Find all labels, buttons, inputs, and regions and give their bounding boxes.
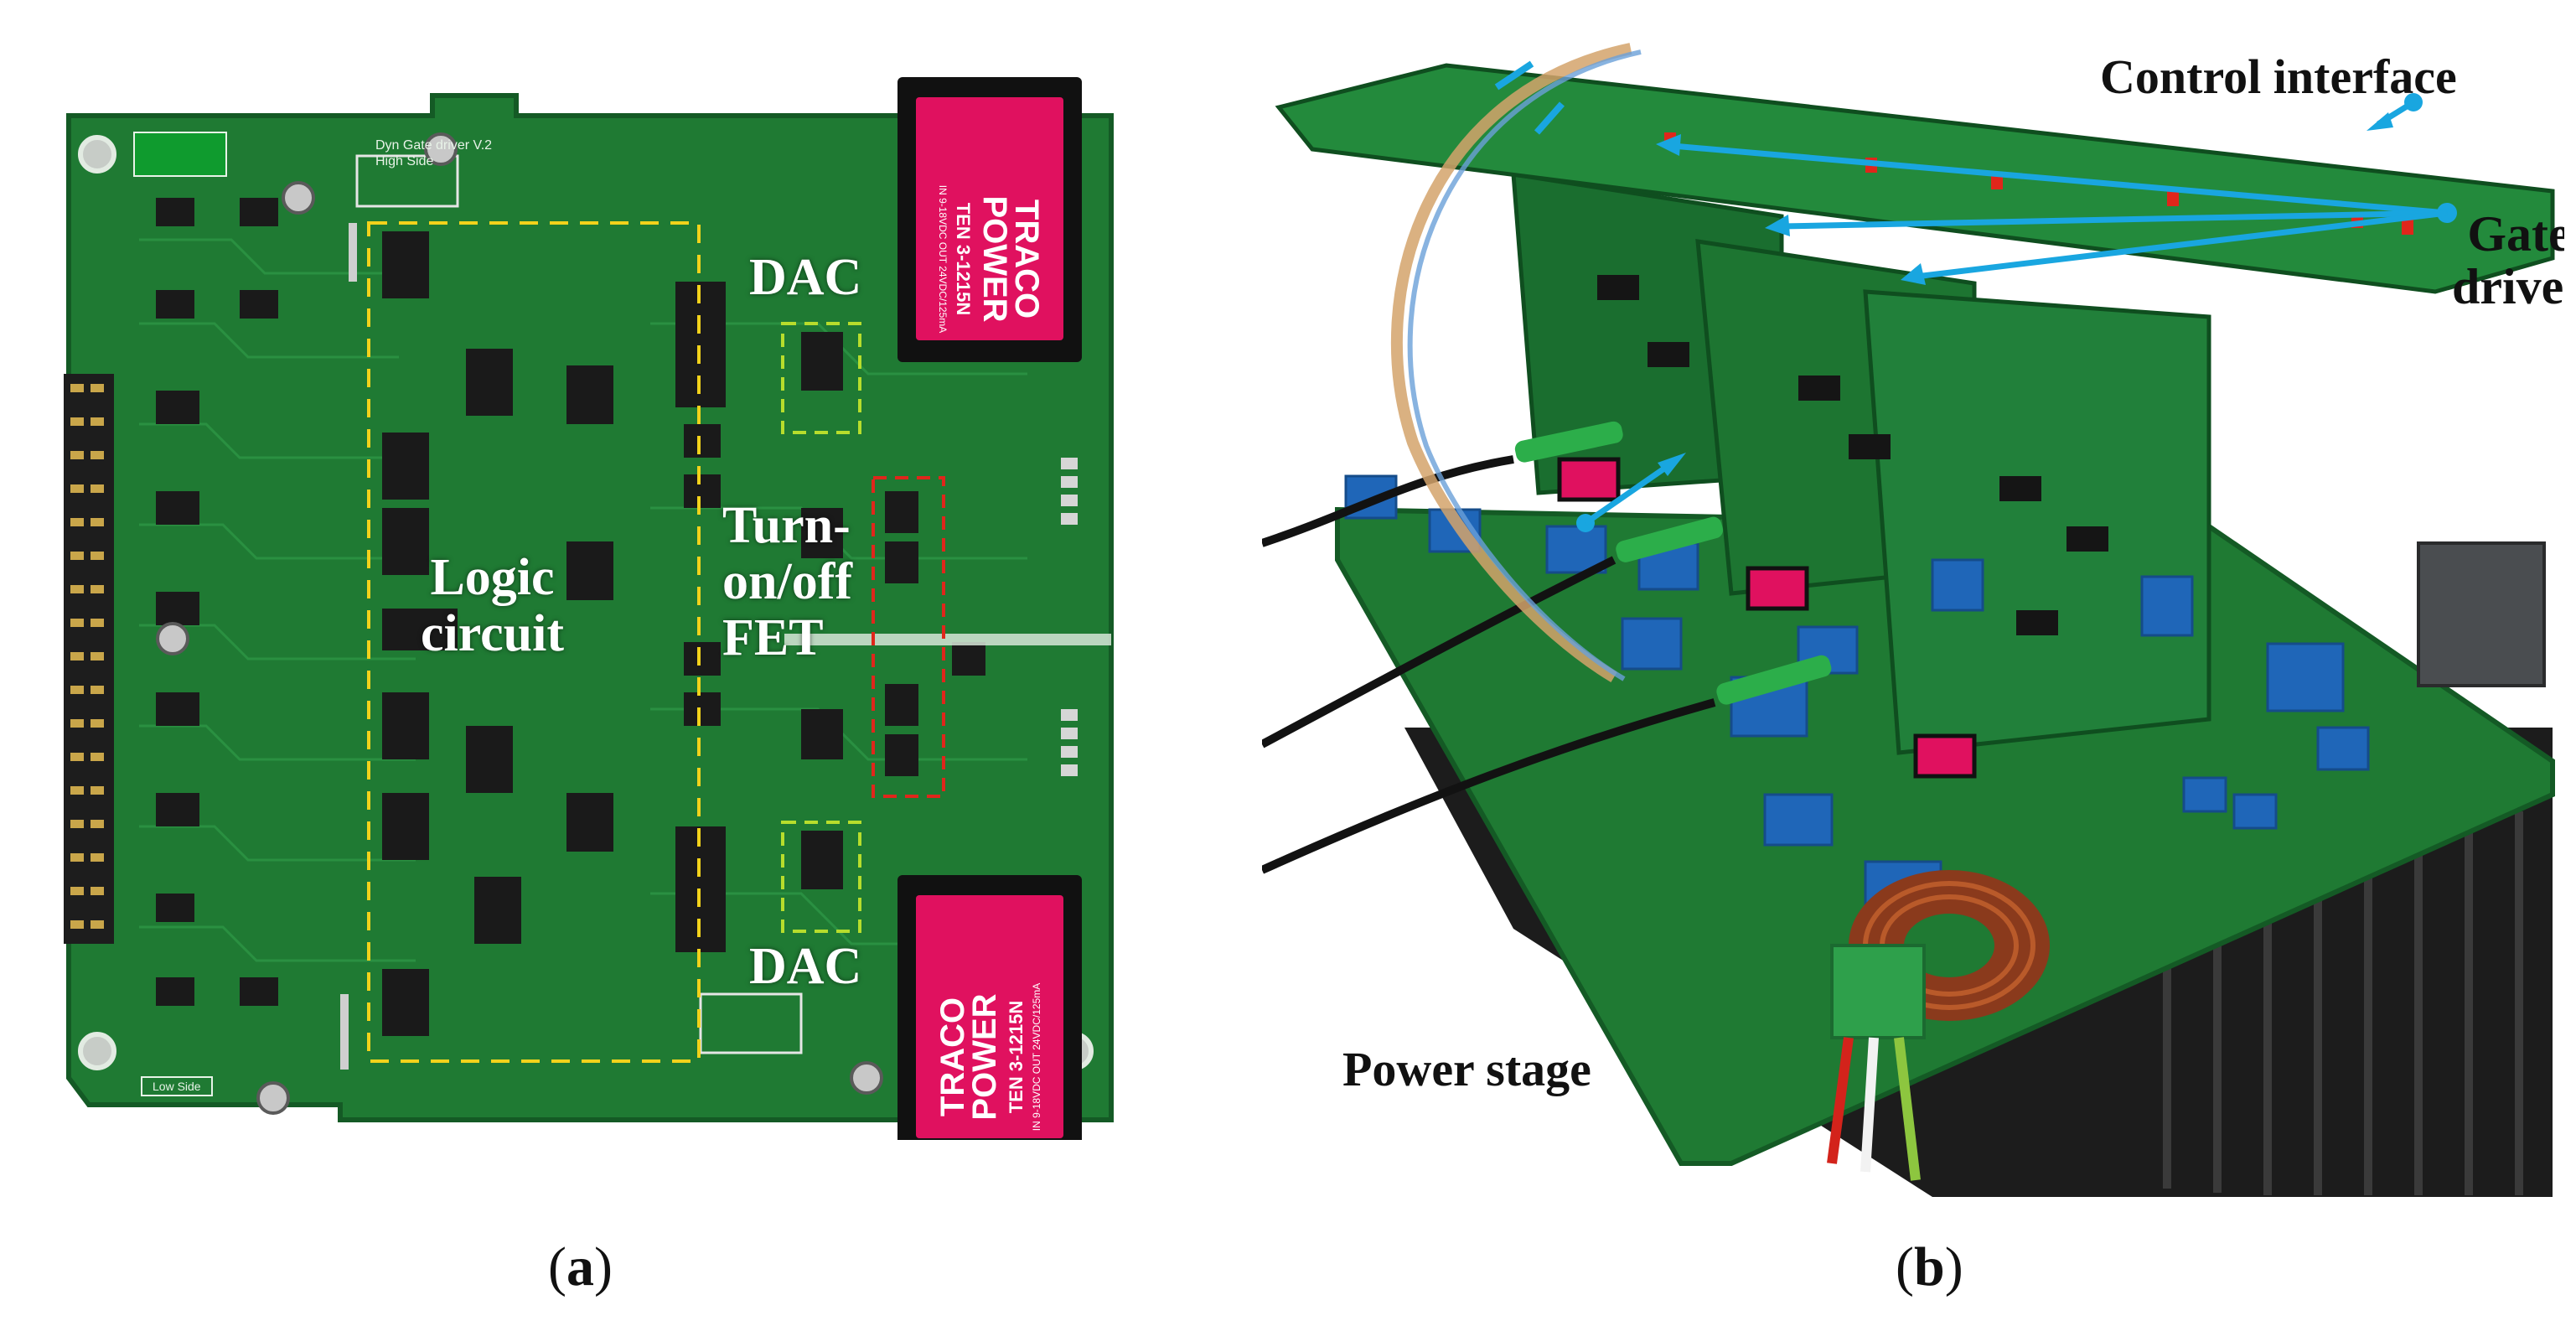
callout-gate-driver: Gate driver: [2452, 206, 2564, 314]
module-rating: IN 9-18VDC OUT 24VDC/125mA: [1031, 982, 1042, 1132]
module-rating: IN 9-18VDC OUT 24VDC/125mA: [937, 184, 949, 334]
gate-driver-arrows: [1656, 134, 2457, 285]
silkscreen-low-side: Low Side: [141, 1076, 213, 1096]
board-illustration: [64, 93, 1114, 1122]
label-logic-circuit: Logic circuit: [421, 549, 565, 662]
caption-a: (a): [548, 1236, 613, 1298]
module-part-number: TEN 3-1215N: [953, 202, 974, 316]
label-dac-bottom: DAC: [749, 938, 862, 995]
module-part-number: TEN 3-1215N: [1006, 1000, 1027, 1114]
silkscreen-title: Dyn Gate driver V.2 High Side: [375, 138, 493, 169]
callout-control-interface: Control interface: [2100, 49, 2457, 104]
callout-power-stage: Power stage: [1342, 1042, 1591, 1096]
power-stage-arrow: [1576, 453, 1686, 532]
caption-b: (b): [1896, 1236, 1963, 1298]
photo-converter-assembly: Control interface Gate driver Power stag…: [1262, 40, 2564, 1217]
assembly-illustration: [1262, 43, 2555, 1197]
label-dac-top: DAC: [749, 249, 862, 306]
control-interface-arrow: [2367, 93, 2423, 131]
label-turn-on-off-fet: Turn- on/off FET: [722, 497, 852, 666]
